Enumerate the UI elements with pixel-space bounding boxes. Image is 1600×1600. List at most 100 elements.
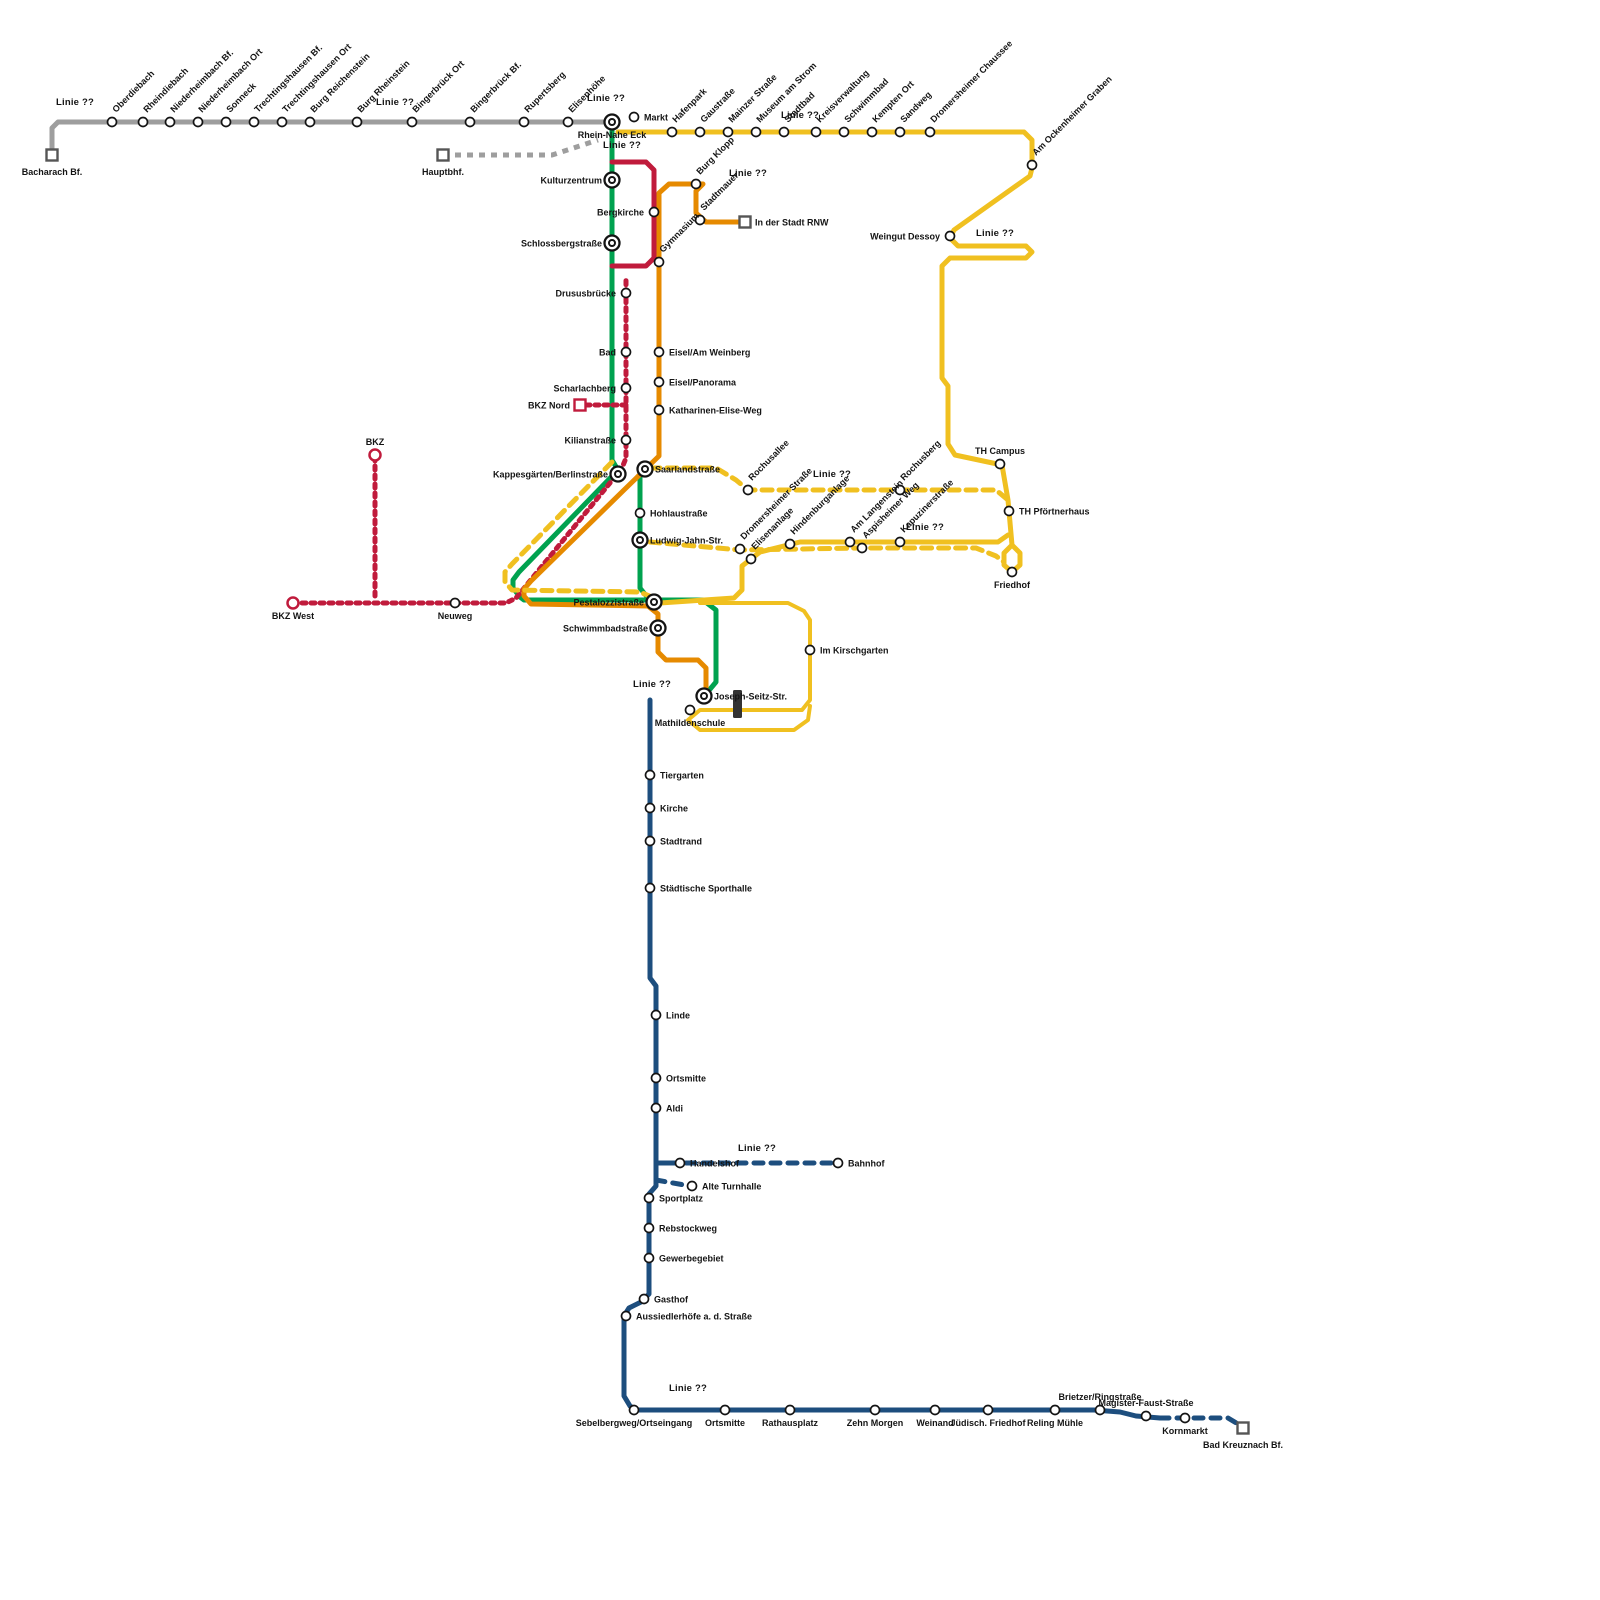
line-name-label: Linie ?? [976,228,1014,239]
line-blue-east-dashed [1157,1415,1241,1427]
station-magister-faust-stra-e [1140,1410,1152,1422]
station-label: Aussiedlerhöfe a. d. Straße [636,1312,752,1322]
station-label: Weingut Dessoy [870,232,940,242]
station-label: TH Campus [975,446,1025,456]
station-label: Hauptbhf. [422,167,464,177]
station-stadtmauer [694,214,706,226]
station-in-der-stadt-rnw [738,215,752,229]
station-label: Sebelbergweg/Ortseingang [576,1418,693,1428]
station-label: Drususbrücke [555,289,616,299]
station-label: Rochusallee [746,438,791,483]
station-am-ockenheimer-graben [1026,159,1038,171]
station-ortsmitte [719,1404,731,1416]
station-bkz-nord [573,398,587,412]
station-label: Alte Turnhalle [702,1182,761,1192]
station-label: Kornmarkt [1162,1426,1208,1436]
station-bkz-west [286,596,300,610]
station-reling-m-hle [1049,1404,1061,1416]
station-label: In der Stadt RNW [755,218,829,228]
station-elisenanlage [745,553,757,565]
station-label: Eisel/Panorama [669,378,737,388]
line-name-label: Linie ?? [587,93,625,104]
station-label: Kilianstraße [564,436,616,446]
station-alte-turnhalle [686,1180,698,1192]
station-bad [620,346,632,358]
line-yellow-dash-diagonal [502,459,657,601]
station-stadtrand [644,835,656,847]
station-ludwig-jahn-str-inner [636,536,644,544]
layer-stations [45,111,1250,1435]
station-label: Friedhof [994,580,1031,590]
station-drususbr-cke [620,287,632,299]
station-label: Schlossbergstraße [521,239,602,249]
station-zehn-morgen [869,1404,881,1416]
station-bingerbr-ck-bf [464,116,476,128]
station-kulturzentrum-inner [608,176,616,184]
station-gaustra-e [694,126,706,138]
station-aussiedlerh-fe-a-d-stra-e [620,1310,632,1322]
station-linde [650,1009,662,1021]
station-am-langenstein [844,536,856,548]
station-label: BKZ Nord [528,401,570,411]
station-label: Scharlachberg [553,384,616,394]
station-label: Saarlandstraße [655,465,720,475]
station-bacharach-bf [45,148,59,162]
station-sportplatz [643,1192,655,1204]
station-label: Markt [644,113,668,123]
line-name-label: Linie ?? [669,1383,707,1394]
line-name-label: Linie ?? [603,140,641,151]
station-bingerbr-ck-ort [406,116,418,128]
station-pestalozzistra-e-inner [650,598,658,606]
station-j-disch-friedhof [982,1404,994,1416]
station-rebstockweg [643,1222,655,1234]
station-label: Rebstockweg [659,1224,717,1234]
station-kappesg-rten-berlinstra-e-inner [614,470,622,478]
layer-lines [49,119,1241,1427]
station-burg-klopp [690,178,702,190]
station-museum-am-strom [750,126,762,138]
station-sebelbergweg-ortseingang [628,1404,640,1416]
station-trechtingshausen-ort [276,116,288,128]
station-kapuzinerstra-e [894,536,906,548]
station-label: Sportplatz [659,1194,703,1204]
station-rochusallee [742,484,754,496]
station-label: Magister-Faust-Straße [1098,1398,1193,1408]
station-kornmarkt [1179,1412,1191,1424]
rail-station-symbol [733,690,742,718]
station-label: Rathausplatz [762,1418,819,1428]
station-label: Weinand [916,1418,953,1428]
station-trechtingshausen-bf [248,116,260,128]
station-th-pf-rtnerhaus [1003,505,1015,517]
station-aldi [650,1102,662,1114]
station-katharinen-elise-weg [653,404,665,416]
station-label: Joseph-Seitz-Str. [714,692,787,702]
station-weingut-dessoy [944,230,956,242]
station-niederheimbach-ort [192,116,204,128]
station-hauptbhf [436,148,450,162]
station-rhein-nahe-eck-inner [608,118,616,126]
station-label: Jüdisch. Friedhof [950,1418,1026,1428]
station-label: Bingerbrück Ort [410,59,466,115]
station-hohlaustra-e [634,507,646,519]
station-kilianstra-e [620,434,632,446]
station-elisenh-he [562,116,574,128]
station-label: Reling Mühle [1027,1418,1083,1428]
station-kempten-ort [866,126,878,138]
line-name-label: Linie ?? [633,679,671,690]
station-label: Kirche [660,804,688,814]
station-gasthof [638,1293,650,1305]
station-label: Bahnhof [848,1159,885,1169]
station-label: Rupertsberg [522,70,567,115]
station-label: Zehn Morgen [847,1418,904,1428]
station-rochusberg [894,484,906,496]
station-sonneck [220,116,232,128]
station-bkz [368,448,382,462]
station-kreisverwaltung [810,126,822,138]
station-label: Schwimmbadstraße [563,624,648,634]
line-yellow-dash-mid [647,539,1007,565]
station-sandweg [894,126,906,138]
station-joseph-seitz-str-inner [700,692,708,700]
station-label: Handelshof [690,1159,740,1169]
line-name-label: Linie ?? [813,469,851,480]
line-name-label: Linie ?? [56,97,94,108]
